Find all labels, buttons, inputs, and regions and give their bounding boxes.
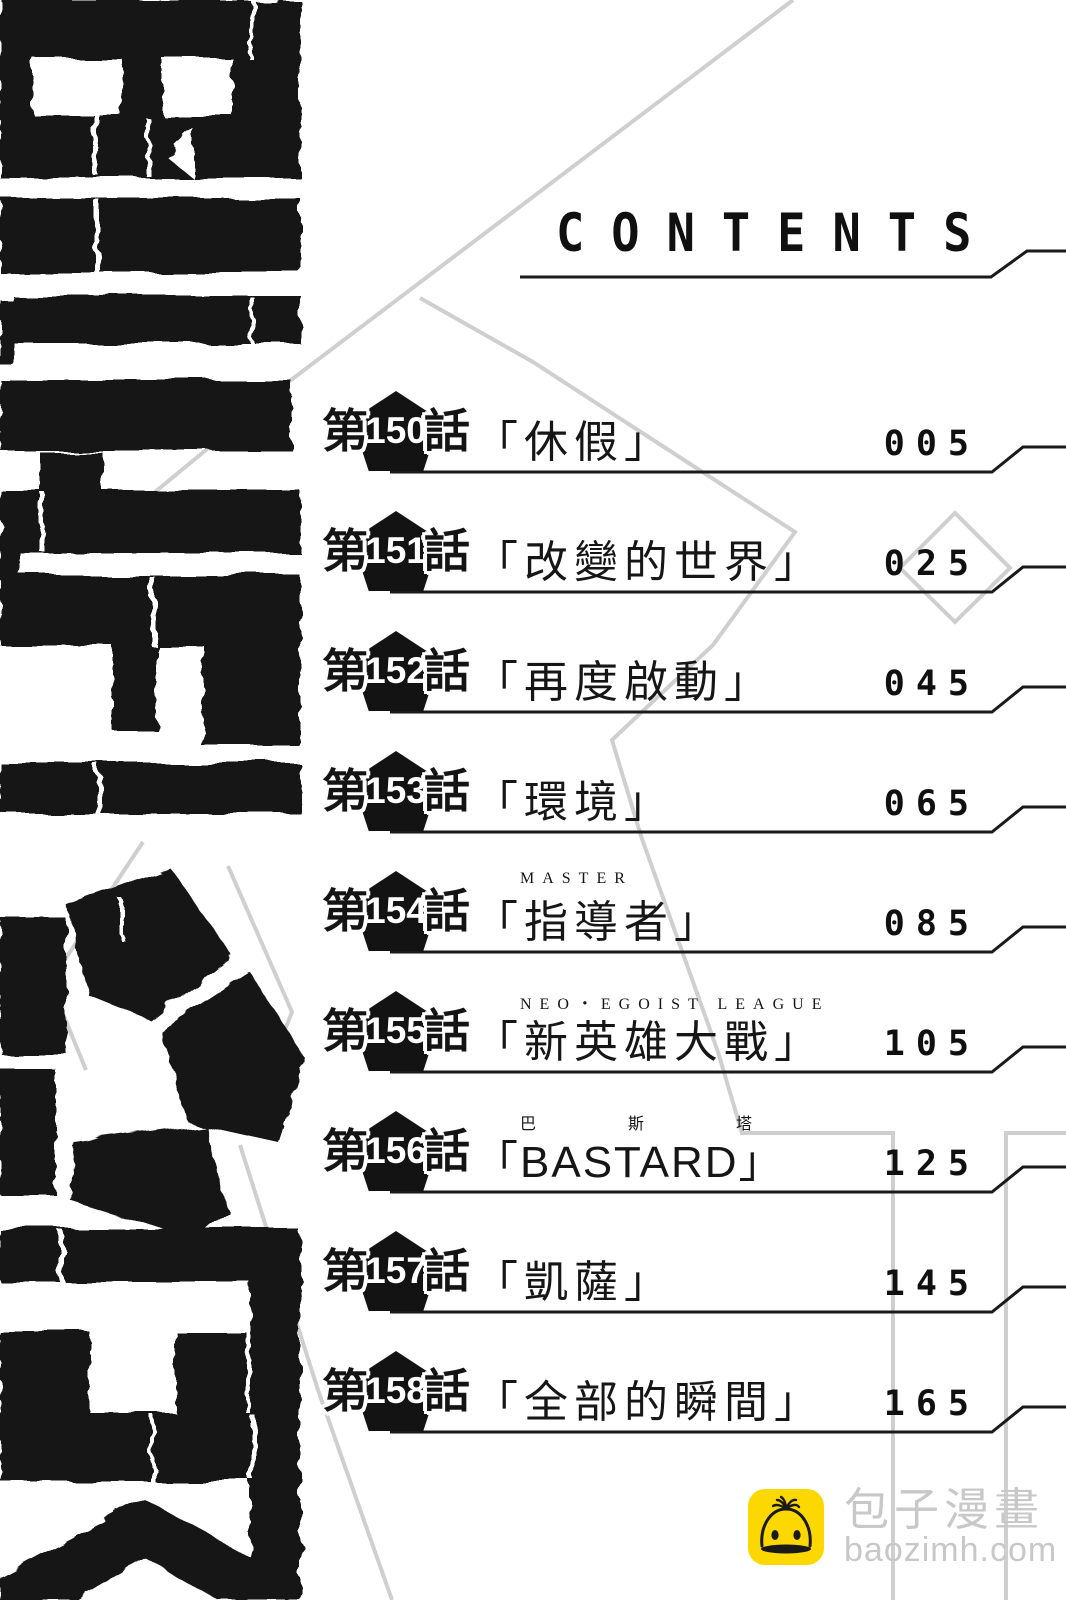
chapter-prefix: 第: [322, 405, 368, 457]
chapter-number: 155: [365, 1010, 427, 1051]
chapter-prefix: 第: [322, 765, 368, 817]
chapter-badge: 第 155 話: [322, 990, 470, 1072]
toc-entry-154[interactable]: 第 154 話 MASTER 「指導者」 085: [322, 870, 1024, 954]
chapter-prefix: 第: [322, 885, 368, 937]
chapter-number: 157: [365, 1250, 427, 1291]
blue-lock-logo-art: [0, 0, 305, 1600]
chapter-suffix: 話: [424, 1005, 470, 1057]
toc-entry-155[interactable]: 第 155 話 NEO・EGOIST LEAGUE 「新英雄大戰」 105: [322, 990, 1024, 1074]
chapter-number: 153: [365, 770, 427, 811]
chapter-number: 154: [365, 890, 427, 931]
chapter-title: 「指導者」: [474, 898, 724, 947]
chapter-title: 「BASTARD」: [474, 1138, 785, 1187]
toc-entry-150[interactable]: 第 150 話 「休假」 005: [322, 390, 1024, 474]
chapter-badge: 第 151 話: [322, 510, 470, 592]
chapter-badge: 第 156 話: [322, 1110, 470, 1192]
chapter-title: 「再度啟動」: [474, 658, 774, 707]
chapter-number: 151: [365, 530, 427, 571]
page-number: 165: [883, 1384, 980, 1424]
page-number: 065: [883, 784, 980, 824]
chapter-suffix: 話: [424, 1245, 470, 1297]
baozimh-watermark[interactable]: 包子漫畫 baozimh.com: [748, 1486, 1057, 1569]
watermark-site-url: baozimh.com: [844, 1531, 1058, 1570]
chapter-suffix: 話: [424, 405, 470, 457]
chapter-title: 「凱薩」: [474, 1258, 674, 1307]
chapter-suffix: 話: [424, 765, 470, 817]
page-number: 105: [883, 1024, 980, 1064]
page-number: 045: [883, 664, 980, 704]
chapter-suffix: 話: [424, 885, 470, 937]
page-number: 085: [883, 904, 980, 944]
chapter-number: 158: [365, 1370, 427, 1411]
baozi-bun-icon: [748, 1489, 824, 1566]
page-number: 025: [883, 544, 980, 584]
chapter-number: 156: [365, 1130, 427, 1171]
toc-entry-157[interactable]: 第 157 話 「凱薩」 145: [322, 1230, 1024, 1314]
watermark-site-name: 包子漫畫: [844, 1484, 1045, 1535]
page-title: CONTENTS: [556, 203, 999, 265]
chapter-suffix: 話: [424, 1365, 470, 1417]
chapter-title: 「全部的瞬間」: [474, 1378, 824, 1427]
chapter-prefix: 第: [322, 1245, 368, 1297]
toc-entry-152[interactable]: 第 152 話 「再度啟動」 045: [322, 630, 1024, 714]
chapter-badge: 第 157 話: [322, 1230, 470, 1312]
chapter-ruby: MASTER: [520, 870, 633, 887]
chapter-number: 152: [365, 650, 427, 691]
chapter-title: 「環境」: [474, 778, 674, 827]
page-number: 125: [883, 1144, 980, 1184]
chapter-ruby: 巴 斯 塔: [520, 1116, 791, 1133]
chapter-suffix: 話: [424, 525, 470, 577]
chapter-badge: 第 152 話: [322, 630, 470, 712]
chapter-title: 「休假」: [474, 418, 674, 467]
chapter-ruby: NEO・EGOIST LEAGUE: [520, 996, 830, 1013]
toc-entry-151[interactable]: 第 151 話 「改變的世界」 025: [322, 510, 1024, 594]
chapter-badge: 第 153 話: [322, 750, 470, 832]
chapter-title: 「改變的世界」: [474, 538, 824, 587]
chapter-badge: 第 154 話: [322, 870, 470, 952]
chapter-prefix: 第: [322, 1125, 368, 1177]
chapter-suffix: 話: [424, 1125, 470, 1177]
chapter-title: 「新英雄大戰」: [474, 1018, 824, 1067]
chapter-number: 150: [365, 410, 427, 451]
chapter-prefix: 第: [322, 645, 368, 697]
chapter-prefix: 第: [322, 1365, 368, 1417]
page-number: 145: [883, 1264, 980, 1304]
chapter-prefix: 第: [322, 525, 368, 577]
chapter-badge: 第 158 話: [322, 1350, 470, 1432]
page-number: 005: [883, 424, 980, 464]
toc-entry-158[interactable]: 第 158 話 「全部的瞬間」 165: [322, 1350, 1024, 1434]
chapter-suffix: 話: [424, 645, 470, 697]
toc-entry-153[interactable]: 第 153 話 「環境」 065: [322, 750, 1024, 834]
toc-entry-156[interactable]: 第 156 話 巴 斯 塔 「BASTARD」 125: [322, 1110, 1024, 1194]
chapter-badge: 第 150 話: [322, 390, 470, 472]
chapter-prefix: 第: [322, 1005, 368, 1057]
